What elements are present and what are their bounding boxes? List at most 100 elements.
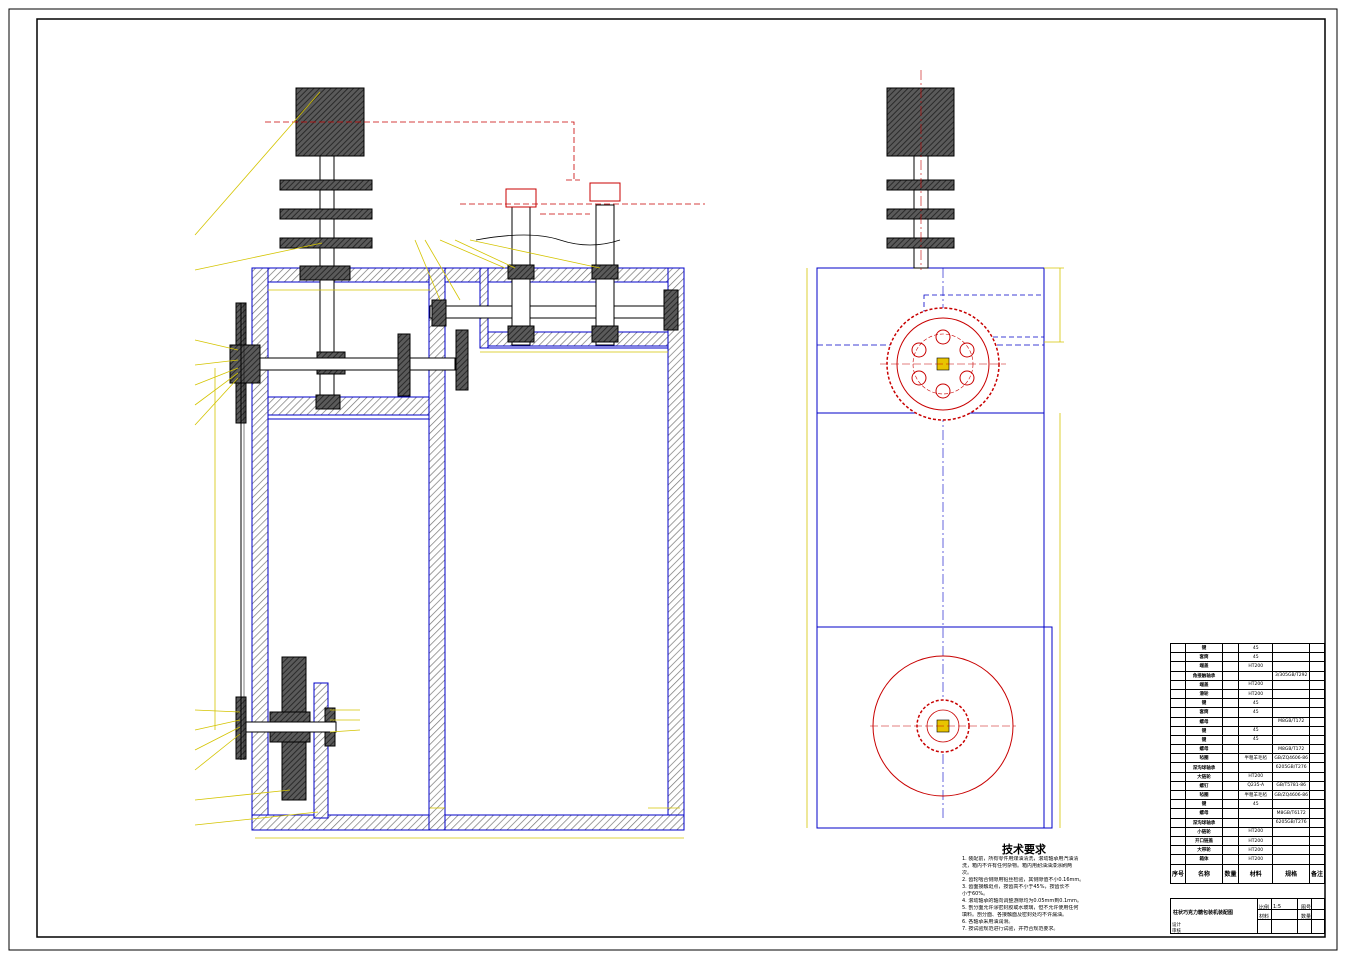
bom-cell-rem <box>1308 835 1326 847</box>
bom-cell-no <box>1169 734 1187 746</box>
bom-cell-no <box>1169 799 1187 810</box>
bom-cell-std <box>1272 725 1310 736</box>
bom-cell-name: 螺钉 <box>1185 780 1223 792</box>
bom-cell-no <box>1169 845 1187 856</box>
bom-cell-qty <box>1221 771 1240 782</box>
bom-cell-name: 螺母 <box>1185 716 1223 727</box>
bom-cell-no <box>1169 762 1187 773</box>
bom-cell-no <box>1169 817 1187 828</box>
bom-cell-qty <box>1221 826 1240 837</box>
requirement-line: 3. 齿面接触斑点，按齿高不小于45%，按齿长不 <box>962 884 1070 890</box>
bom-cell-no <box>1169 661 1187 672</box>
outer-border <box>8 8 1338 951</box>
bom-cell-std <box>1272 661 1310 672</box>
bom-cell-rem <box>1308 679 1326 690</box>
bom-cell-std <box>1272 799 1310 810</box>
bom-cell-std <box>1272 771 1310 782</box>
bom-cell-no <box>1169 826 1187 837</box>
sheet-label: 图号 <box>1301 905 1312 911</box>
bom-cell-std <box>1272 845 1310 856</box>
bom-cell-mat: 45 <box>1237 799 1274 810</box>
bom-cell-mat: 45 <box>1237 734 1274 746</box>
bom-cell-mat: HT200 <box>1237 826 1274 837</box>
bom-cell-mat <box>1237 744 1274 755</box>
bom-cell-rem <box>1308 688 1326 700</box>
bom-cell-rem <box>1308 771 1326 782</box>
requirement-line: 小于60%。 <box>962 891 989 897</box>
bom-cell-rem <box>1308 780 1326 792</box>
bom-cell-name: 大带轮 <box>1185 845 1223 856</box>
bom-cell-rem <box>1308 652 1326 663</box>
bom-cell-rem <box>1308 854 1326 865</box>
bom-cell-mat <box>1237 808 1274 819</box>
bom-cell-qty <box>1221 725 1240 736</box>
requirement-line: 次。 <box>962 870 973 876</box>
bom-cell-no <box>1169 652 1187 663</box>
bom-cell-qty <box>1221 854 1240 865</box>
technical-requirements-title: 技术要求 <box>1002 843 1046 856</box>
bom-header-mat: 材料 <box>1237 863 1274 884</box>
bom-cell-qty <box>1221 698 1240 709</box>
bom-cell-rem <box>1308 661 1326 672</box>
bom-row: 滑轮 HT200 <box>1169 688 1326 700</box>
bom-cell-mat: HT200 <box>1237 854 1274 865</box>
bom-cell-qty <box>1221 734 1240 746</box>
requirement-line: 4. 滚动轴承的轴向调整游隙均为0.05mm到0.1mm。 <box>962 898 1082 904</box>
bom-cell-std <box>1272 826 1310 837</box>
bom-cell-mat: HT200 <box>1237 688 1274 700</box>
bom-cell-mat: 半粗羊毛毡 <box>1237 789 1274 801</box>
bom-cell-mat <box>1237 670 1274 681</box>
bom-cell-mat <box>1237 716 1274 727</box>
bom-cell-name: 键 <box>1185 642 1223 654</box>
bom-cell-rem <box>1308 744 1326 755</box>
quantity-label: 数量 <box>1301 914 1312 920</box>
bom-cell-qty <box>1221 688 1240 700</box>
bom-cell-rem <box>1308 817 1326 828</box>
bom-cell-rem <box>1308 753 1326 764</box>
bom-cell-name: 深沟球轴承 <box>1185 817 1223 828</box>
bom-cell-name: 套筒 <box>1185 707 1223 718</box>
bom-cell-no <box>1169 679 1187 690</box>
bom-cell-no <box>1169 642 1187 654</box>
bom-cell-rem <box>1308 698 1326 709</box>
bom-cell-std: 6205GB/T276 <box>1272 817 1310 828</box>
bom-cell-no <box>1169 707 1187 718</box>
checker-label: 审核 <box>1172 929 1181 934</box>
bom-cell-mat: 45 <box>1237 725 1274 736</box>
requirement-line: 2. 齿轮啮合侧隙用铅丝检验，其侧隙值不小0.16mm。 <box>962 877 1085 883</box>
bom-cell-name: 滑轮 <box>1185 688 1223 700</box>
side-view <box>806 70 1064 829</box>
bom-cell-no <box>1169 670 1187 681</box>
bom-cell-name: 端盖 <box>1185 661 1223 672</box>
bom-cell-no <box>1169 808 1187 819</box>
requirement-line: 6. 各轴承采用油润滑。 <box>962 919 1014 925</box>
bom-cell-qty <box>1221 670 1240 681</box>
requirement-line: 洗，箱内不许有任何杂物。箱内用耐油油漆涂刷两 <box>962 863 1073 869</box>
bom-cell-qty <box>1221 642 1240 654</box>
requirement-line: 1. 装配前，所有零件用煤油清洗，滚动轴承用汽油清 <box>962 856 1079 862</box>
bom-cell-qty <box>1221 817 1240 828</box>
material-label: 材料 <box>1259 914 1270 920</box>
bom-cell-mat <box>1237 762 1274 773</box>
bom-cell-name: 套筒 <box>1185 652 1223 663</box>
inner-border <box>36 18 1326 938</box>
bom-cell-qty <box>1221 744 1240 755</box>
bom-cell-std: M8GB/T6172 <box>1272 808 1310 819</box>
bom-cell-std: GB/T5781-86 <box>1272 780 1310 792</box>
technical-requirements: 技术要求 1. 装配前，所有零件用煤油清洗，滚动轴承用汽油清 洗，箱内不许有任何… <box>962 843 1162 933</box>
bom-cell-std: M8GB/T172 <box>1272 744 1310 755</box>
